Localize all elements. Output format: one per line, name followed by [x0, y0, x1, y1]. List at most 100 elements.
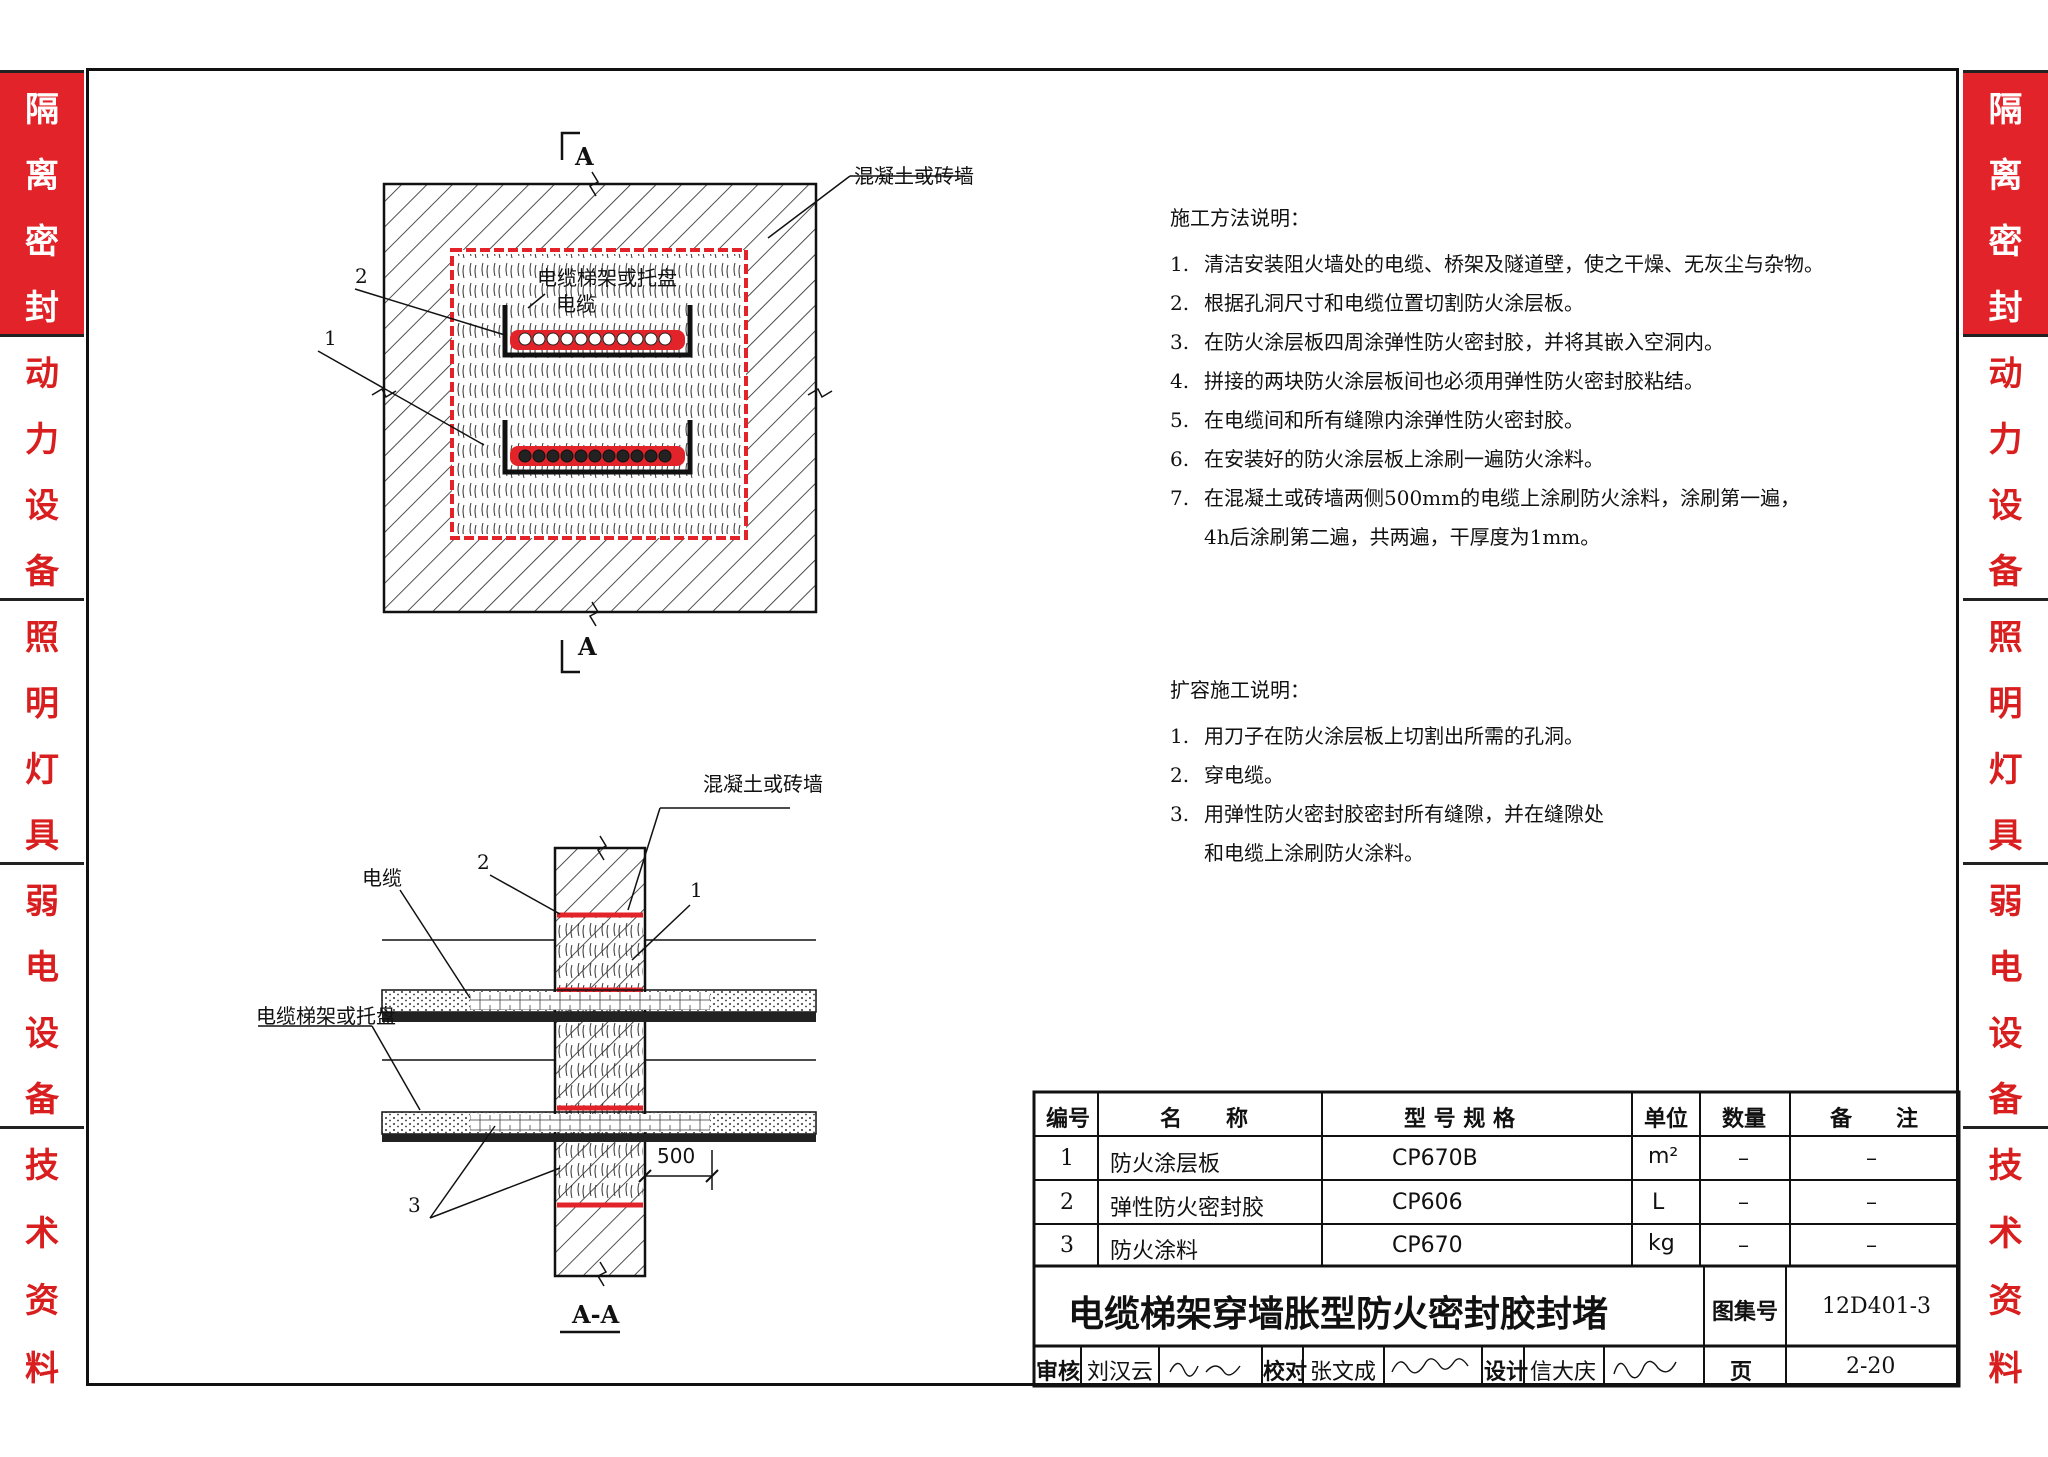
construction-note-text: 在防火涂层板四周涂弹性防火密封胶，并将其嵌入空洞内。 [1204, 330, 1724, 354]
tab-char: 动 [1988, 353, 2023, 394]
expansion-note-3-cont: 和电缆上涂刷防火涂料。 [1204, 841, 1424, 865]
tab-char: 密 [1988, 221, 2023, 262]
construction-note-text: 清洁安装阻火墙处的电缆、桥架及隧道壁，使之干燥、无灰尘与杂物。 [1204, 252, 1824, 276]
plan-section-mark-top: A [575, 142, 594, 171]
section-mark-top [560, 131, 580, 160]
section-view [258, 807, 817, 1334]
upper-section-tray [382, 1012, 816, 1022]
construction-note-number: 1. [1170, 252, 1190, 276]
row-2-qty: – [1738, 1190, 1749, 1215]
section-wall-label: 混凝土或砖墙 [703, 772, 823, 796]
expansion-note-3: 3.用弹性防火密封胶密封所有缝隙，并在缝隙处 [1170, 795, 1604, 834]
header-qty: 数量 [1722, 1106, 1767, 1132]
construction-note-3: 3.在防火涂层板四周涂弹性防火密封胶，并将其嵌入空洞内。 [1170, 323, 1824, 362]
expansion-note-1: 1. 用刀子在防火涂层板上切割出所需的孔洞。 [1170, 717, 1604, 756]
tab-char: 封 [25, 287, 59, 328]
construction-note-text: 在电缆间和所有缝隙内涂弹性防火密封胶。 [1204, 408, 1584, 432]
construction-note-6: 6. 在安装好的防火涂层板上涂刷一遍防火涂料。 [1170, 440, 1824, 479]
section-title: A-A [572, 1300, 620, 1329]
tab-char: 技 [1988, 1146, 2023, 1187]
right-tab-3[interactable]: 照明灯具 [1963, 598, 2048, 865]
construction-note-4: 4. 拼接的两块防火涂层板间也必须用弹性防火密封胶粘结。 [1170, 362, 1824, 401]
section-tray-label: 电缆梯架或托盘 [256, 1004, 396, 1028]
row-3-note: – [1866, 1233, 1877, 1258]
tab-char: 资 [25, 1281, 59, 1322]
left-tab-1[interactable]: 隔离密封 [0, 70, 84, 337]
tab-char: 备 [1988, 1079, 2023, 1120]
tab-char: 密 [25, 221, 59, 262]
right-tab-5[interactable]: 技术资料 [1963, 1126, 2048, 1399]
tab-char: 弱 [25, 881, 59, 922]
section-board [557, 915, 643, 1205]
drawing-frame [86, 68, 1959, 1386]
row-3-name: 防火涂料 [1110, 1239, 1199, 1264]
section-callout-3: 3 [408, 1193, 421, 1217]
left-tab-2[interactable]: 动力设备 [0, 334, 84, 601]
right-tab-2[interactable]: 动力设备 [1963, 334, 2048, 601]
right-tab-4[interactable]: 弱电设备 [1963, 862, 2048, 1129]
left-tab-3[interactable]: 照明灯具 [0, 598, 84, 865]
row-3-unit: kg [1648, 1231, 1675, 1256]
construction-note-text: 拼接的两块防火涂层板间也必须用弹性防火密封胶粘结。 [1204, 369, 1704, 393]
expansion-note-text: 用弹性防火密封胶密封所有缝隙，并在缝隙处 [1204, 802, 1604, 826]
reviewer-name: 刘汉云 [1087, 1360, 1154, 1385]
left-tab-4[interactable]: 弱电设备 [0, 862, 84, 1129]
expansion-note-text: 穿电缆。 [1204, 763, 1284, 787]
expansion-note-number: 2. [1170, 763, 1190, 787]
title-block-grid [1032, 1090, 1961, 1388]
fire-coating-board [456, 254, 742, 534]
construction-note-number: 4. [1170, 369, 1190, 393]
row-3-model: CP670 [1392, 1233, 1463, 1258]
tab-char: 灯 [25, 749, 59, 790]
page-label: 页 [1730, 1359, 1753, 1385]
right-tab-1[interactable]: 隔离密封 [1963, 70, 2048, 337]
construction-note-text: 在混凝土或砖墙两侧500mm的电缆上涂刷防火涂料，涂刷第一遍， [1204, 486, 1801, 510]
tab-char: 具 [1988, 815, 2023, 856]
row-1-qty: – [1738, 1146, 1749, 1171]
tab-char: 备 [1988, 551, 2023, 592]
designer-name: 信大庆 [1530, 1360, 1597, 1385]
plan-callout-1: 1 [324, 326, 337, 350]
construction-note-7: 7.在混凝土或砖墙两侧500mm的电缆上涂刷防火涂料，涂刷第一遍， [1170, 479, 1824, 518]
row-1-note: – [1866, 1146, 1877, 1171]
tab-char: 设 [1988, 1013, 2023, 1054]
tab-char: 封 [1988, 287, 2023, 328]
expansion-note-2: 2. 穿电缆。 [1170, 756, 1604, 795]
left-tab-5[interactable]: 技术资料 [0, 1126, 84, 1399]
construction-note-text: 根据孔洞尺寸和电缆位置切割防火涂层板。 [1204, 291, 1584, 315]
check-label: 校对 [1263, 1359, 1308, 1385]
row-3-qty: – [1738, 1233, 1749, 1258]
lower-cables [518, 449, 672, 463]
construction-notes: 施工方法说明： 1. 清洁安装阻火墙处的电缆、桥架及隧道壁，使之干燥、无灰尘与杂物… [1170, 202, 1824, 557]
tab-char: 设 [25, 1013, 59, 1054]
lower-section-tray [382, 1134, 816, 1142]
row-2-model: CP606 [1392, 1190, 1463, 1215]
expansion-note-text: 用刀子在防火涂层板上切割出所需的孔洞。 [1204, 724, 1584, 748]
tab-char: 弱 [1988, 881, 2023, 922]
construction-notes-heading: 施工方法说明： [1170, 206, 1310, 230]
tab-char: 资 [1988, 1281, 2023, 1322]
tab-char: 隔 [1988, 89, 2023, 130]
tab-char: 灯 [1988, 749, 2023, 790]
row-3-no: 3 [1060, 1233, 1074, 1258]
tab-char: 设 [1988, 485, 2023, 526]
construction-note-7-cont: 4h后涂刷第二遍，共两遍，干厚度为1mm。 [1204, 525, 1601, 549]
plan-callout-2: 2 [355, 264, 368, 288]
construction-note-text: 在安装好的防火涂层板上涂刷一遍防火涂料。 [1204, 447, 1604, 471]
dimension-500: 500 [657, 1144, 696, 1168]
expansion-note-number: 1. [1170, 724, 1190, 748]
header-no: 编号 [1046, 1106, 1091, 1132]
construction-note-number: 6. [1170, 447, 1190, 471]
tab-char: 技 [25, 1146, 59, 1187]
construction-note-number: 2. [1170, 291, 1190, 315]
row-2-note: – [1866, 1190, 1877, 1215]
section-callout-2: 2 [477, 850, 490, 874]
tab-char: 料 [25, 1348, 59, 1389]
tab-char: 具 [25, 815, 59, 856]
row-1-unit: m² [1648, 1144, 1679, 1169]
tab-char: 照 [1988, 617, 2023, 658]
plan-view [317, 131, 965, 674]
row-1-name: 防火涂层板 [1110, 1152, 1221, 1177]
row-1-no: 1 [1060, 1146, 1074, 1171]
